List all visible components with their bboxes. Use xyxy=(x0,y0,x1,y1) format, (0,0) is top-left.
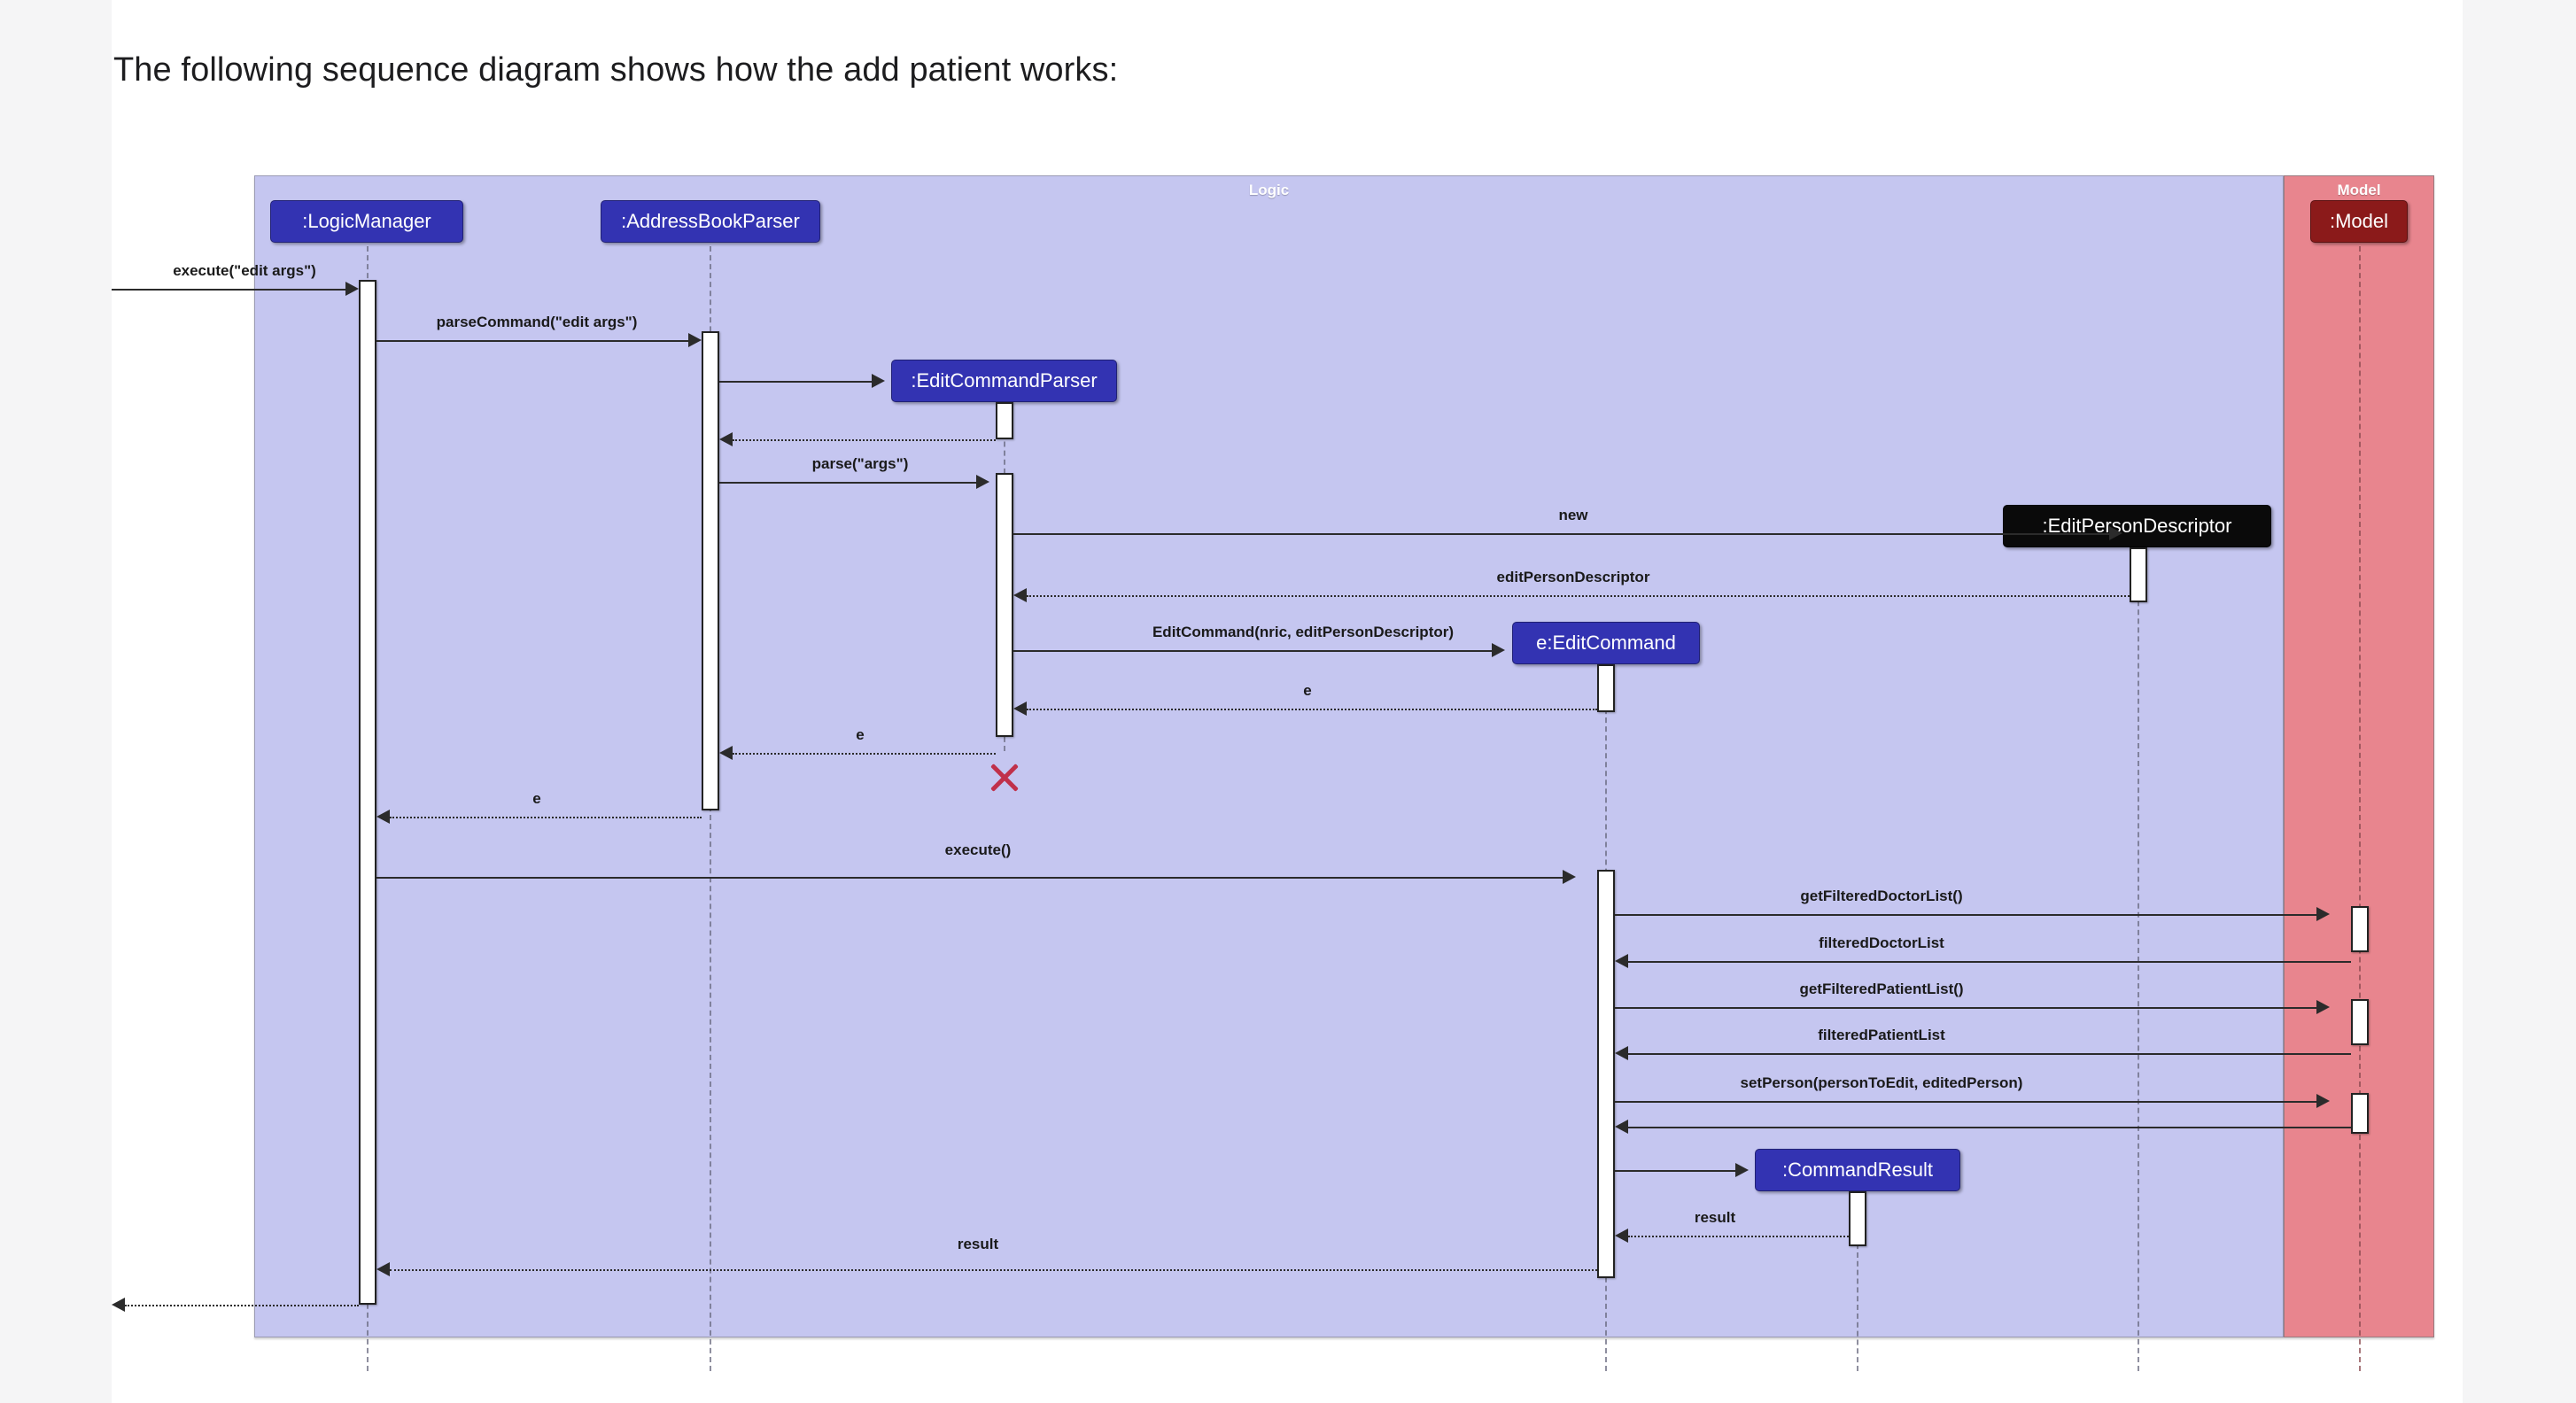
message-label-m15: getFilteredPatientList() xyxy=(1799,981,1964,997)
participant-edit-command-label: e:EditCommand xyxy=(1536,632,1676,654)
message-arrow-m19 xyxy=(1735,1163,1749,1177)
message-line-m20 xyxy=(1628,1236,1849,1237)
message-label-m9: e xyxy=(1303,682,1312,699)
frame-logic: Logic xyxy=(254,175,2284,1337)
message-line-m15 xyxy=(1615,1007,2316,1009)
message-label-m10: e xyxy=(856,726,865,743)
message-arrow-m22 xyxy=(112,1298,125,1312)
message-arrow-m2 xyxy=(688,333,702,347)
message-line-m19 xyxy=(1615,1170,1735,1172)
message-label-m2: parseCommand("edit args") xyxy=(436,314,638,330)
page-title: The following sequence diagram shows how… xyxy=(113,51,1119,89)
message-arrow-m12 xyxy=(1563,870,1576,884)
participant-edit-person-descriptor-label: :EditPersonDescriptor xyxy=(2042,515,2232,537)
activation-command-result xyxy=(1849,1191,1866,1246)
message-line-m8 xyxy=(1013,650,1492,652)
message-line-m12 xyxy=(376,877,1563,879)
participant-edit-person-descriptor[interactable]: :EditPersonDescriptor xyxy=(2003,505,2271,547)
message-line-m3 xyxy=(719,381,872,383)
message-line-m1 xyxy=(112,289,345,291)
message-label-m6: new xyxy=(1558,507,1588,523)
participant-model[interactable]: :Model xyxy=(2310,200,2408,243)
message-line-m11 xyxy=(390,817,702,818)
message-arrow-m5 xyxy=(976,475,989,489)
participant-command-result-label: :CommandResult xyxy=(1782,1159,1933,1181)
message-arrow-m9 xyxy=(1013,702,1027,716)
message-label-m7: editPersonDescriptor xyxy=(1496,569,1650,585)
lifeline-command-result xyxy=(1857,1191,1858,1371)
message-arrow-m16 xyxy=(1615,1046,1628,1060)
frame-model-label: Model xyxy=(2337,182,2381,198)
message-arrow-m20 xyxy=(1615,1229,1628,1243)
message-label-m8: EditCommand(nric, editPersonDescriptor) xyxy=(1152,624,1455,640)
message-arrow-m7 xyxy=(1013,588,1027,602)
message-arrow-m18 xyxy=(1615,1120,1628,1134)
message-line-m18 xyxy=(1628,1127,2351,1128)
message-line-m5 xyxy=(719,482,976,484)
message-arrow-m8 xyxy=(1492,643,1505,657)
message-line-m6 xyxy=(1013,533,2109,535)
message-arrow-m3 xyxy=(872,374,885,388)
participant-logic-manager[interactable]: :LogicManager xyxy=(270,200,463,243)
message-line-m21 xyxy=(390,1269,1597,1271)
message-arrow-m21 xyxy=(376,1262,390,1276)
message-line-m22 xyxy=(125,1305,359,1306)
message-arrow-m1 xyxy=(345,282,359,296)
message-line-m10 xyxy=(733,753,996,755)
activation-model-3 xyxy=(2351,1093,2369,1134)
destroy-marker-edit-command-parser xyxy=(987,760,1022,795)
message-label-m21: result xyxy=(957,1236,999,1252)
lifeline-model xyxy=(2359,237,2361,1371)
message-arrow-m13 xyxy=(2316,907,2330,921)
participant-model-label: :Model xyxy=(2329,210,2389,232)
message-label-m20: result xyxy=(1694,1209,1736,1226)
message-line-m4 xyxy=(733,439,996,441)
message-label-m16: filteredPatientList xyxy=(1818,1027,1945,1043)
activation-logic-manager xyxy=(359,280,376,1305)
activation-edit-command-create xyxy=(1597,664,1615,712)
activation-edit-command-execute xyxy=(1597,870,1615,1278)
message-label-m12: execute() xyxy=(944,841,1012,858)
document-page: The following sequence diagram shows how… xyxy=(112,0,2463,1403)
participant-edit-command-parser[interactable]: :EditCommandParser xyxy=(891,360,1117,402)
message-arrow-m6 xyxy=(2109,526,2122,540)
lifeline-edit-person-descriptor xyxy=(2138,547,2139,1371)
activation-edit-command-parser-2 xyxy=(996,473,1013,737)
message-label-m1: execute("edit args") xyxy=(173,262,316,279)
message-arrow-m4 xyxy=(719,432,733,446)
message-line-m14 xyxy=(1628,961,2351,963)
message-arrow-m15 xyxy=(2316,1000,2330,1014)
message-arrow-m11 xyxy=(376,810,390,824)
participant-logic-manager-label: :LogicManager xyxy=(302,210,431,232)
message-arrow-m10 xyxy=(719,746,733,760)
message-label-m17: setPerson(personToEdit, editedPerson) xyxy=(1740,1074,2023,1091)
message-arrow-m14 xyxy=(1615,954,1628,968)
message-line-m7 xyxy=(1027,595,2130,597)
participant-address-book-parser-label: :AddressBookParser xyxy=(621,210,800,232)
activation-model-1 xyxy=(2351,906,2369,952)
sequence-diagram-canvas: Logic Model :LogicManager :AddressBookPa… xyxy=(112,0,2463,1403)
activation-edit-command-parser-1 xyxy=(996,402,1013,439)
message-line-m13 xyxy=(1615,914,2316,916)
activation-address-book-parser xyxy=(702,331,719,810)
message-line-m9 xyxy=(1027,709,1597,710)
participant-address-book-parser[interactable]: :AddressBookParser xyxy=(601,200,820,243)
message-label-m14: filteredDoctorList xyxy=(1819,934,1944,951)
frame-logic-label: Logic xyxy=(1248,182,1290,198)
message-arrow-m17 xyxy=(2316,1094,2330,1108)
participant-command-result[interactable]: :CommandResult xyxy=(1755,1149,1960,1191)
message-line-m17 xyxy=(1615,1101,2316,1103)
message-label-m11: e xyxy=(532,790,541,807)
message-line-m2 xyxy=(376,340,688,342)
message-line-m16 xyxy=(1628,1053,2351,1055)
message-label-m13: getFilteredDoctorList() xyxy=(1800,888,1963,904)
activation-edit-person-descriptor xyxy=(2130,547,2147,602)
activation-model-2 xyxy=(2351,999,2369,1045)
message-label-m5: parse("args") xyxy=(811,455,909,472)
participant-edit-command-parser-label: :EditCommandParser xyxy=(911,369,1098,391)
participant-edit-command[interactable]: e:EditCommand xyxy=(1512,622,1700,664)
